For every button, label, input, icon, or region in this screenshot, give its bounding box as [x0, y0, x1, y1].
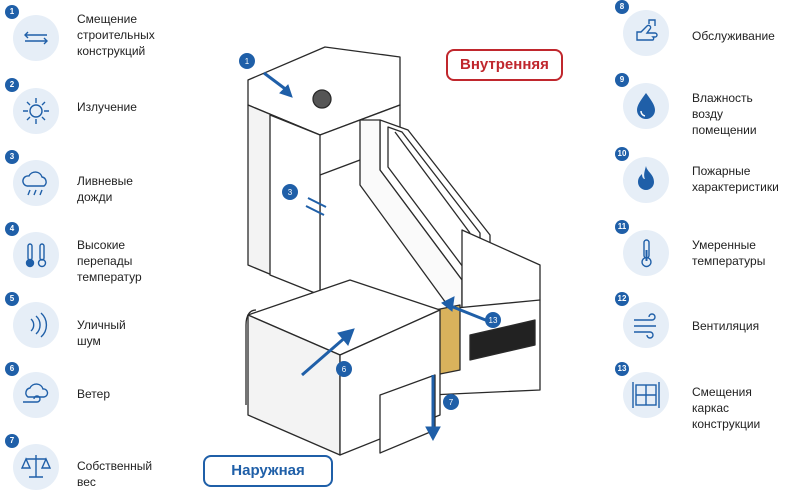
scales-icon: [13, 444, 59, 490]
callout-13: [485, 312, 501, 328]
thermometers-icon: [13, 232, 59, 278]
legend-number: 3: [5, 150, 19, 164]
glass-edge: [394, 131, 471, 234]
outside-badge: Наружная: [203, 455, 333, 487]
arrow-3: [305, 197, 327, 216]
callout-1-label: 1: [245, 57, 250, 66]
arrow-1: [263, 71, 289, 93]
sound-waves-icon: [13, 302, 59, 348]
legend-number: 11: [615, 220, 629, 234]
hand-icon: [623, 10, 669, 56]
wall-face: [269, 114, 321, 296]
callout-1: [239, 53, 255, 69]
legend-number: 6: [5, 362, 19, 376]
window-frame-icon: [623, 372, 669, 418]
legend-number: 2: [5, 78, 19, 92]
legend-number: 7: [5, 434, 19, 448]
window-section-diagram: 1 3 6 7 13: [239, 46, 541, 456]
water-drop-icon: [623, 83, 669, 129]
legend-label: Высокие перепады температур: [77, 238, 142, 284]
callout-3-label: 3: [288, 188, 293, 197]
legend-label: Излучение: [77, 100, 137, 114]
legend-label: Смещения каркас конструкции: [692, 385, 761, 431]
legend-number: 4: [5, 222, 19, 236]
ventilation-icon: [623, 302, 669, 348]
legend-label: Ливневые дожди: [77, 174, 133, 204]
legend-number: 9: [615, 73, 629, 87]
callout-7: [443, 394, 459, 410]
drip-edge: [245, 309, 257, 405]
callout-3: [282, 184, 298, 200]
callout-6-label: 6: [342, 365, 347, 374]
callout-6: [336, 361, 352, 377]
legend-label: Уличный шум: [77, 318, 126, 348]
legend-number: 10: [615, 147, 629, 161]
legend-number: 8: [615, 0, 629, 14]
inside-badge: Внутренняя: [446, 49, 563, 81]
legend-label: Влажность возду помещении: [692, 91, 757, 137]
arrows-horizontal-icon: [13, 15, 59, 61]
legend-label: Смещение строительных конструкций: [77, 12, 155, 58]
legend-label: Обслуживание: [692, 29, 775, 43]
thermometer-icon: [623, 230, 669, 276]
legend-number: 13: [615, 362, 629, 376]
legend-number: 1: [5, 5, 19, 19]
legend-label: Умеренные температуры: [692, 238, 766, 268]
sealing-strip: [469, 319, 536, 361]
legend-label: Собственный вес: [77, 459, 153, 489]
callout-7-label: 7: [449, 398, 454, 407]
callout-markers: 1 3 6 7 13: [239, 53, 501, 410]
callout-13-label: 13: [489, 316, 498, 325]
fire-icon: [623, 157, 669, 203]
legend-label: Вентиляция: [692, 319, 760, 333]
vent-mesh: [312, 89, 332, 109]
sun-icon: [13, 88, 59, 134]
legend-number: 5: [5, 292, 19, 306]
legend-label: Ветер: [77, 387, 110, 401]
arrow-13: [447, 303, 489, 323]
legend-number: 12: [615, 292, 629, 306]
rain-cloud-icon: [13, 160, 59, 206]
legend-label: Пожарные характеристики: [692, 164, 779, 194]
wind-cloud-icon: [13, 372, 59, 418]
